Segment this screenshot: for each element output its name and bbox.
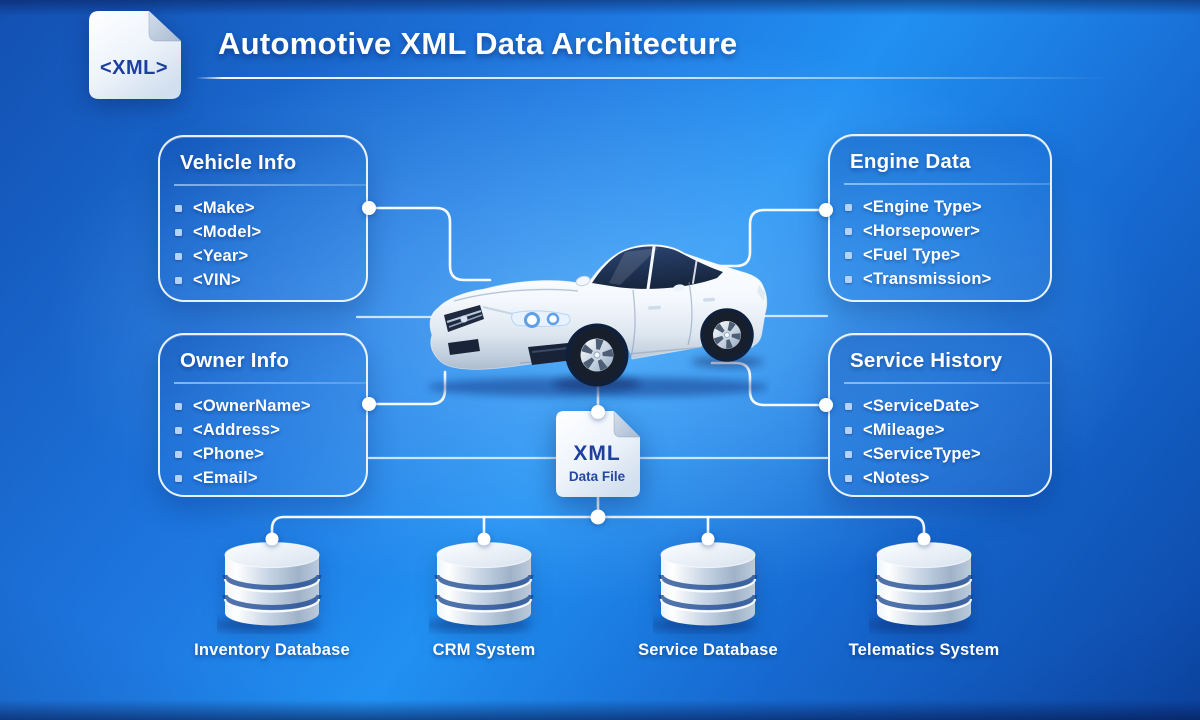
- bullet-square-icon: [845, 403, 852, 410]
- field-list: <OwnerName> <Address> <Phone> <Email>: [160, 395, 366, 491]
- field-label: <ServiceType>: [863, 445, 981, 463]
- field-label: <Notes>: [863, 469, 930, 487]
- bullet-square-icon: [845, 427, 852, 434]
- connector-dot: [591, 405, 605, 419]
- bullet-square-icon: [175, 277, 182, 284]
- database-label: CRM System: [432, 641, 536, 659]
- bullet-square-icon: [175, 475, 182, 482]
- bullet-square-icon: [845, 276, 852, 283]
- connector-dot: [819, 203, 833, 217]
- bullet-square-icon: [845, 204, 852, 211]
- field-item: <ServiceDate>: [845, 395, 1050, 419]
- field-item: <Model>: [175, 221, 366, 245]
- connector-dot: [819, 398, 833, 412]
- box-title: Vehicle Info: [180, 151, 297, 174]
- field-list: <Engine Type> <Horsepower> <Fuel Type> <…: [830, 196, 1050, 292]
- database-icon-telematics: [869, 542, 974, 632]
- database-label: Inventory Database: [194, 641, 350, 659]
- field-item: <Phone>: [175, 443, 366, 467]
- xml-file-icon: <XML>: [89, 11, 181, 99]
- field-list: <Make> <Model> <Year> <VIN>: [160, 197, 366, 293]
- bullet-square-icon: [845, 228, 852, 235]
- field-label: <OwnerName>: [193, 397, 311, 415]
- car-illustration: [428, 244, 768, 397]
- xml-file-subtitle: Data File: [569, 469, 626, 484]
- field-item: <Make>: [175, 197, 366, 221]
- bullet-square-icon: [175, 451, 182, 458]
- field-item: <Mileage>: [845, 419, 1050, 443]
- field-item: <Notes>: [845, 467, 1050, 491]
- field-label: <Mileage>: [863, 421, 945, 439]
- page-title: Automotive XML Data Architecture: [218, 26, 738, 61]
- bullet-square-icon: [845, 475, 852, 482]
- connector-dot: [362, 201, 376, 215]
- field-label: <Fuel Type>: [863, 246, 961, 264]
- field-item: <Year>: [175, 245, 366, 269]
- database-icon-service: [653, 542, 758, 632]
- owner-info-box: Owner Info <OwnerName> <Address> <Phone>…: [158, 333, 368, 497]
- connector-dot: [477, 532, 491, 546]
- field-label: <Horsepower>: [863, 222, 981, 240]
- connector-dot: [701, 532, 715, 546]
- vehicle-info-box: Vehicle Info <Make> <Model> <Year> <VIN>: [158, 135, 368, 302]
- field-item: <VIN>: [175, 269, 366, 293]
- field-label: <Phone>: [193, 445, 265, 463]
- rear-wheel: [700, 308, 754, 362]
- field-label: <Email>: [193, 469, 258, 487]
- database-icon-crm: [429, 542, 534, 632]
- divider: [174, 382, 366, 384]
- divider: [844, 382, 1050, 384]
- bullet-square-icon: [175, 205, 182, 212]
- field-label: <Make>: [193, 199, 255, 217]
- bullet-square-icon: [845, 252, 852, 259]
- connector-dot: [362, 397, 376, 411]
- box-title: Engine Data: [850, 150, 971, 173]
- bullet-square-icon: [175, 229, 182, 236]
- connector-dot: [590, 509, 606, 525]
- title-underline: [196, 77, 1108, 79]
- field-item: <Fuel Type>: [845, 244, 1050, 268]
- xml-data-file-icon: XML Data File: [556, 411, 640, 497]
- bullet-square-icon: [175, 253, 182, 260]
- field-label: <VIN>: [193, 271, 241, 289]
- xml-file-title: XML: [573, 442, 620, 465]
- field-item: <ServiceType>: [845, 443, 1050, 467]
- field-label: <ServiceDate>: [863, 397, 980, 415]
- database-label: Telematics System: [848, 641, 1000, 659]
- field-label: <Address>: [193, 421, 281, 439]
- field-list: <ServiceDate> <Mileage> <ServiceType> <N…: [830, 395, 1050, 491]
- box-title: Service History: [850, 349, 1003, 372]
- field-label: <Year>: [193, 247, 249, 265]
- connector-dot: [265, 532, 279, 546]
- field-label: <Engine Type>: [863, 198, 982, 216]
- field-item: <Horsepower>: [845, 220, 1050, 244]
- badge-label: <XML>: [100, 57, 168, 79]
- bullet-square-icon: [175, 403, 182, 410]
- field-label: <Model>: [193, 223, 262, 241]
- divider: [174, 184, 366, 186]
- database-label: Service Database: [638, 641, 778, 659]
- bullet-square-icon: [845, 451, 852, 458]
- box-title: Owner Info: [180, 349, 290, 372]
- bullet-square-icon: [175, 427, 182, 434]
- field-label: <Transmission>: [863, 270, 992, 288]
- field-item: <OwnerName>: [175, 395, 366, 419]
- divider: [844, 183, 1050, 185]
- engine-data-box: Engine Data <Engine Type> <Horsepower> <…: [828, 134, 1052, 302]
- field-item: <Engine Type>: [845, 196, 1050, 220]
- connector-dot: [917, 532, 931, 546]
- field-item: <Transmission>: [845, 268, 1050, 292]
- service-history-box: Service History <ServiceDate> <Mileage> …: [828, 333, 1052, 497]
- front-wheel: [565, 323, 629, 387]
- field-item: <Email>: [175, 467, 366, 491]
- database-icon-inventory: [217, 542, 322, 632]
- field-item: <Address>: [175, 419, 366, 443]
